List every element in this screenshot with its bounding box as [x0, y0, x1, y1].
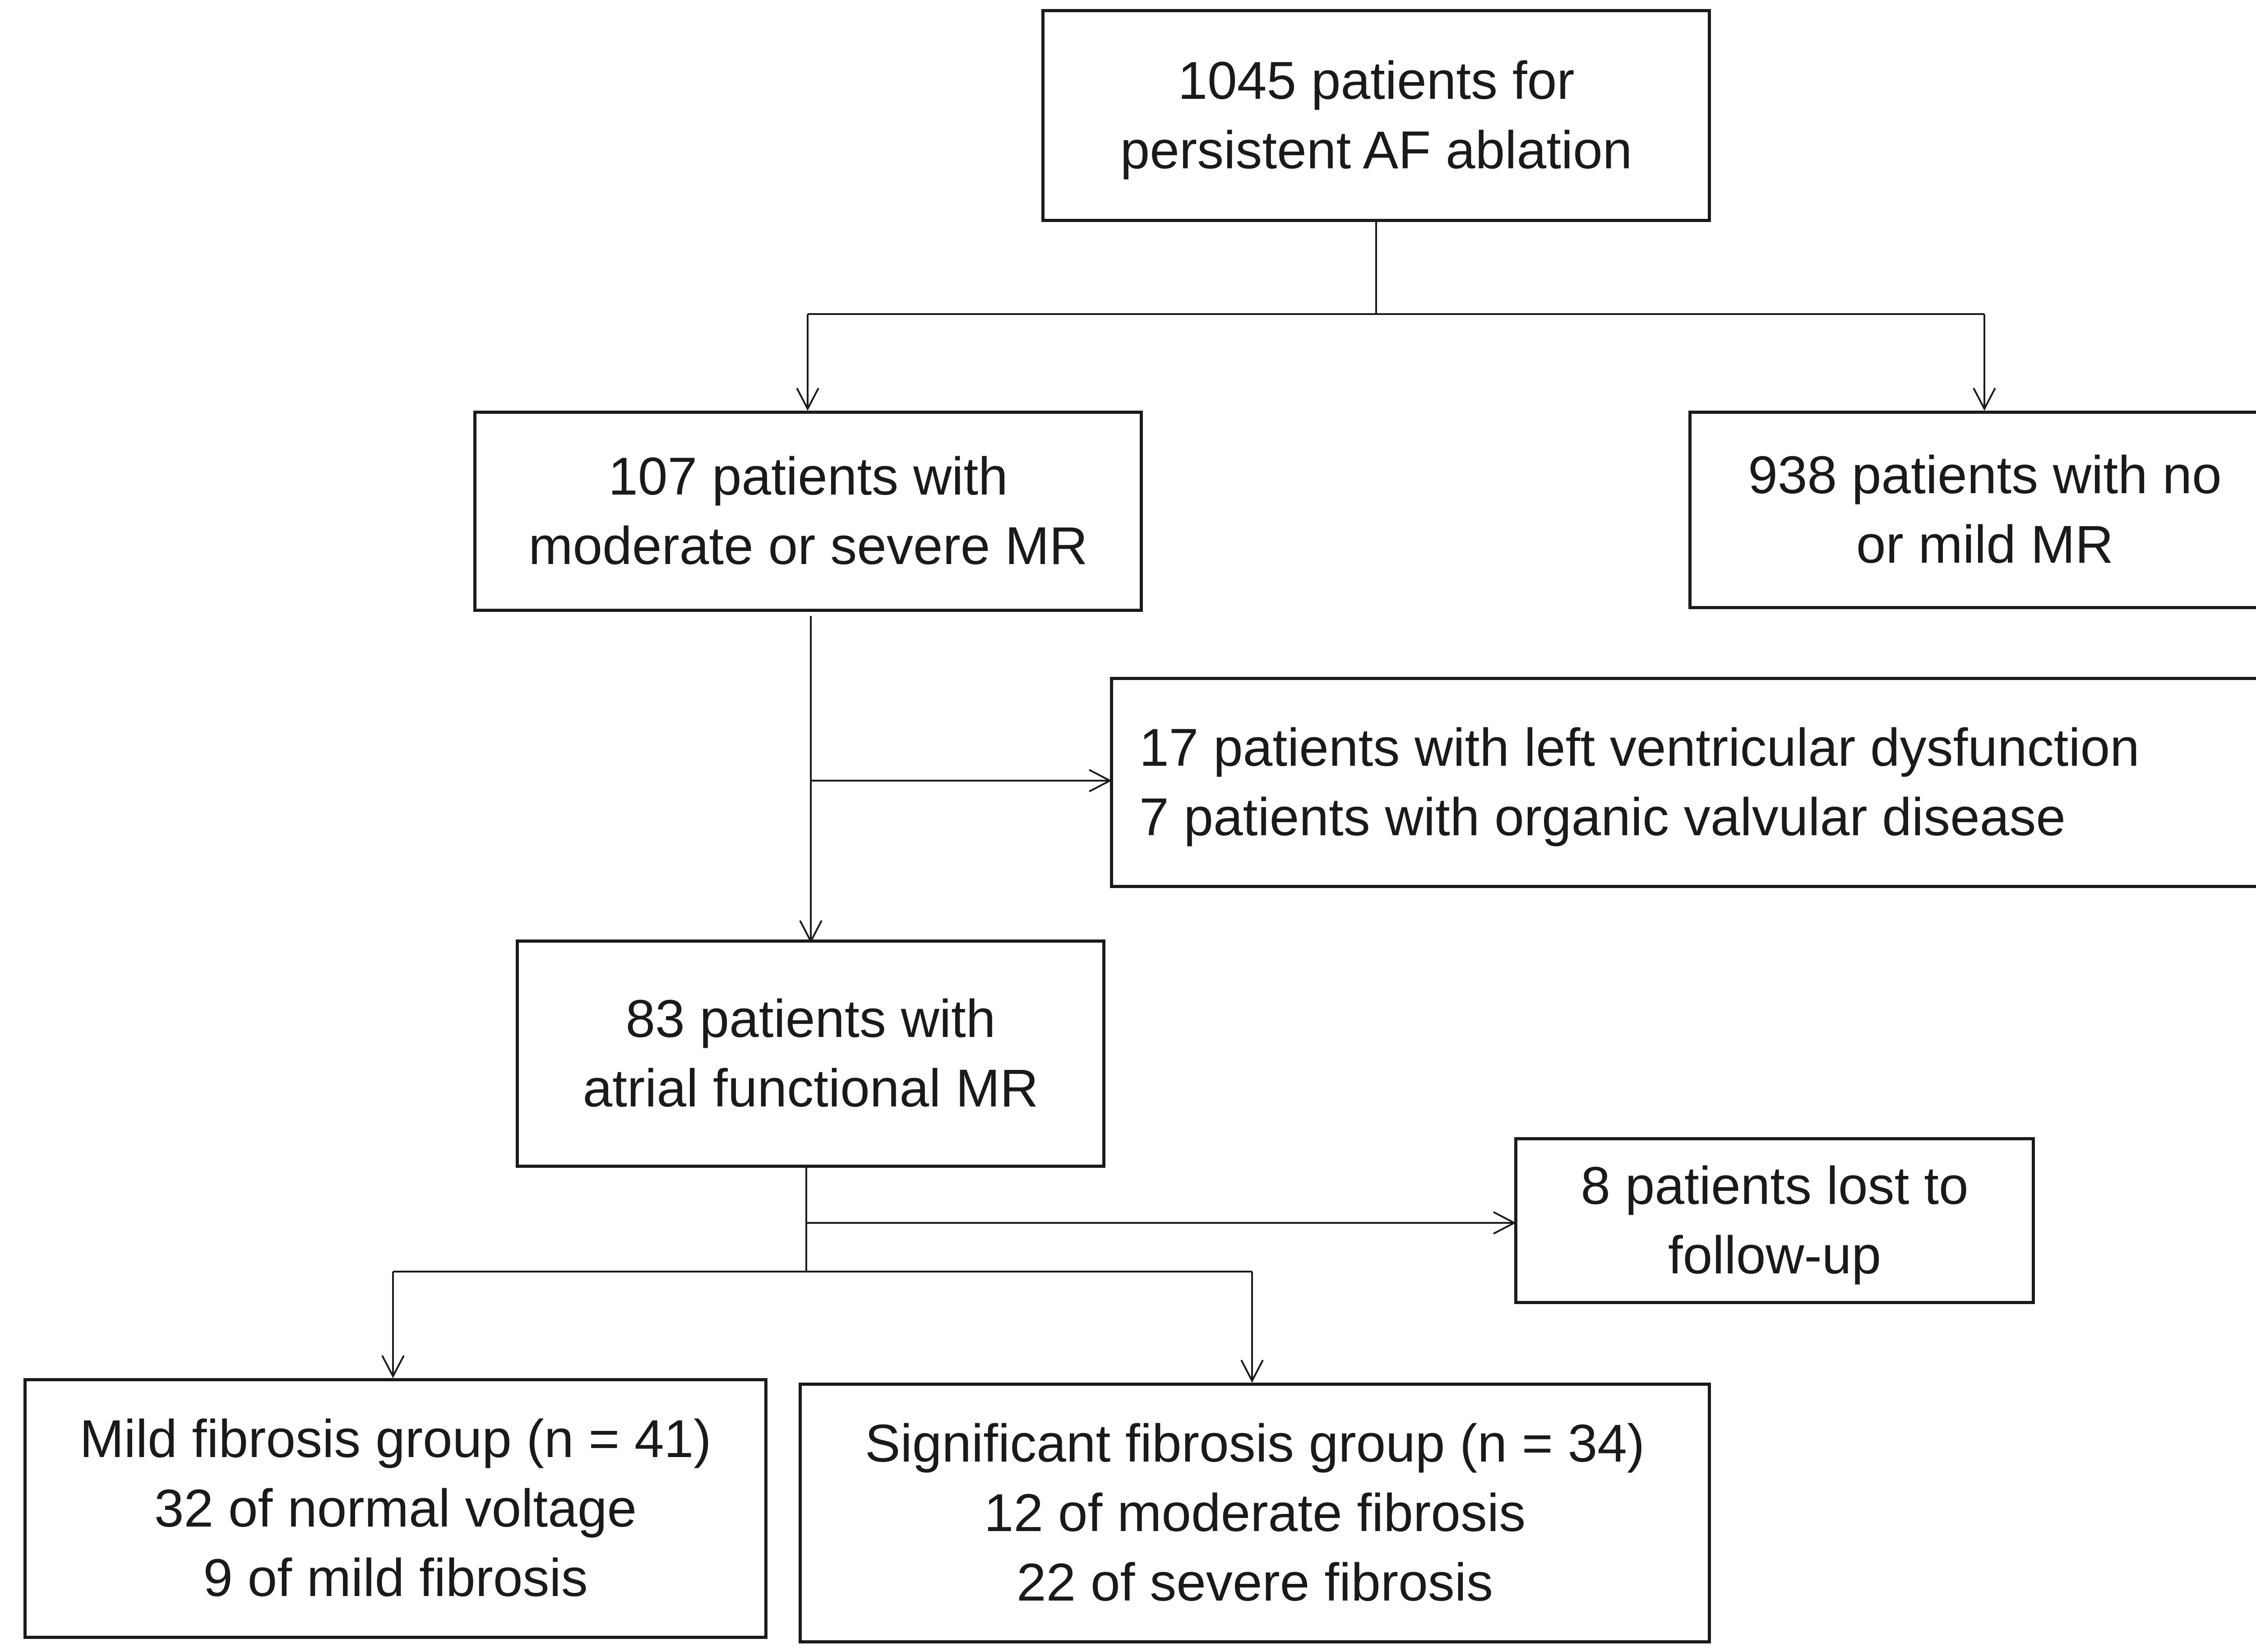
mild-fibrosis-line-2: 32 of normal voltage — [154, 1479, 637, 1538]
root-line-2: persistent AF ablation — [1120, 120, 1632, 180]
box-lost-to-follow-up: 8 patients lost to follow-up — [1514, 1137, 2035, 1304]
mild-fibrosis-title: Mild fibrosis group (n = 41) — [79, 1409, 712, 1469]
significant-fibrosis-title: Significant fibrosis group (n = 34) — [864, 1414, 1645, 1473]
root-line-1: 1045 patients for — [1178, 51, 1575, 111]
significant-fibrosis-line-3: 22 of severe fibrosis — [1017, 1553, 1493, 1612]
lost-line-2: follow-up — [1668, 1226, 1882, 1285]
excluded-line-1: 17 patients with left ventricular dysfun… — [1139, 718, 2140, 777]
excluded-line-2: 7 patients with organic valvular disease — [1139, 787, 2066, 847]
lost-line-1: 8 patients lost to — [1581, 1156, 1969, 1216]
no-mild-mr-line-1: 938 patients with no — [1748, 445, 2222, 505]
mild-fibrosis-line-3: 9 of mild fibrosis — [203, 1548, 588, 1608]
box-mild-fibrosis-group: Mild fibrosis group (n = 41) 32 of norma… — [23, 1378, 767, 1639]
box-moderate-severe-mr: 107 patients with moderate or severe MR — [473, 411, 1143, 612]
box-significant-fibrosis-group: Significant fibrosis group (n = 34) 12 o… — [799, 1383, 1711, 1643]
atrial-mr-line-1: 83 patients with — [625, 989, 996, 1049]
moderate-mr-line-1: 107 patients with — [608, 447, 1008, 506]
box-no-mild-mr: 938 patients with no or mild MR — [1688, 411, 2256, 609]
box-root-persistent-af: 1045 patients for persistent AF ablation — [1041, 9, 1711, 222]
box-atrial-functional-mr: 83 patients with atrial functional MR — [516, 939, 1105, 1168]
no-mild-mr-line-2: or mild MR — [1856, 515, 2114, 574]
moderate-mr-line-2: moderate or severe MR — [528, 516, 1088, 576]
atrial-mr-line-2: atrial functional MR — [582, 1059, 1039, 1118]
box-excluded-patients: 17 patients with left ventricular dysfun… — [1110, 677, 2256, 888]
significant-fibrosis-line-2: 12 of moderate fibrosis — [984, 1483, 1526, 1543]
